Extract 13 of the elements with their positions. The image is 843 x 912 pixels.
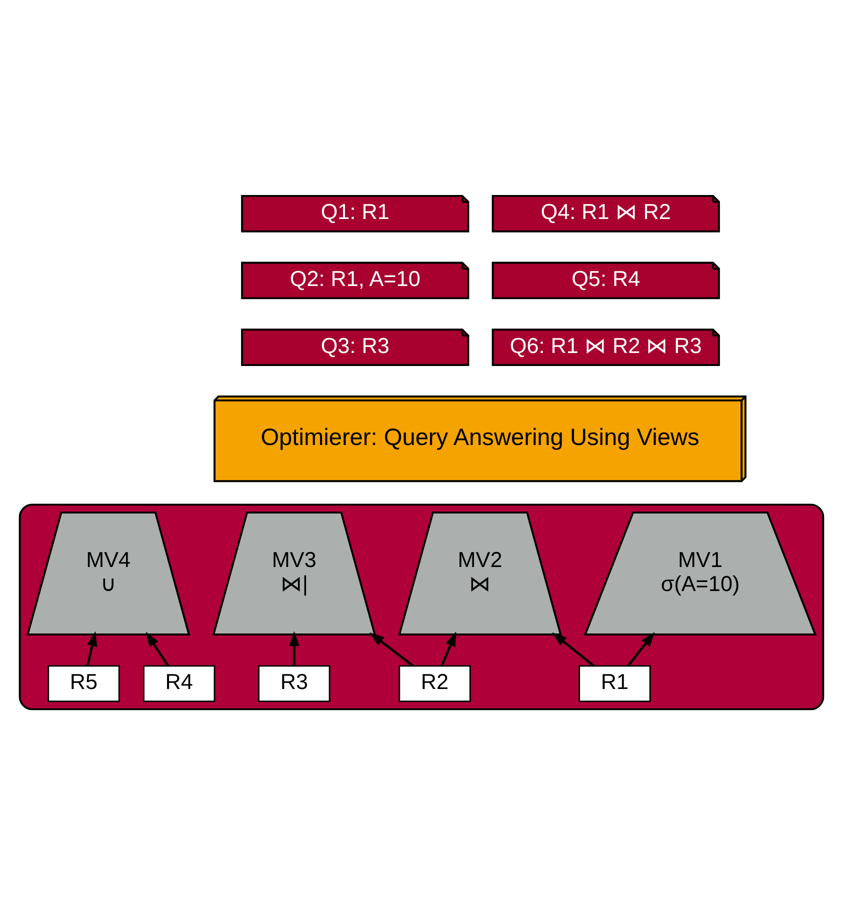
node-box: R5 xyxy=(48,664,120,702)
node-box: R2 xyxy=(398,664,471,702)
arrow xyxy=(289,630,300,666)
cluster xyxy=(18,503,824,710)
node-box: R4 xyxy=(142,664,216,702)
arrow xyxy=(146,631,170,666)
arrow xyxy=(552,632,594,666)
arrow xyxy=(86,630,98,666)
arrow xyxy=(440,630,456,666)
arrow xyxy=(627,631,655,666)
node-box: R3 xyxy=(258,664,330,702)
arrow xyxy=(369,632,414,666)
node-box: R1 xyxy=(578,664,651,702)
